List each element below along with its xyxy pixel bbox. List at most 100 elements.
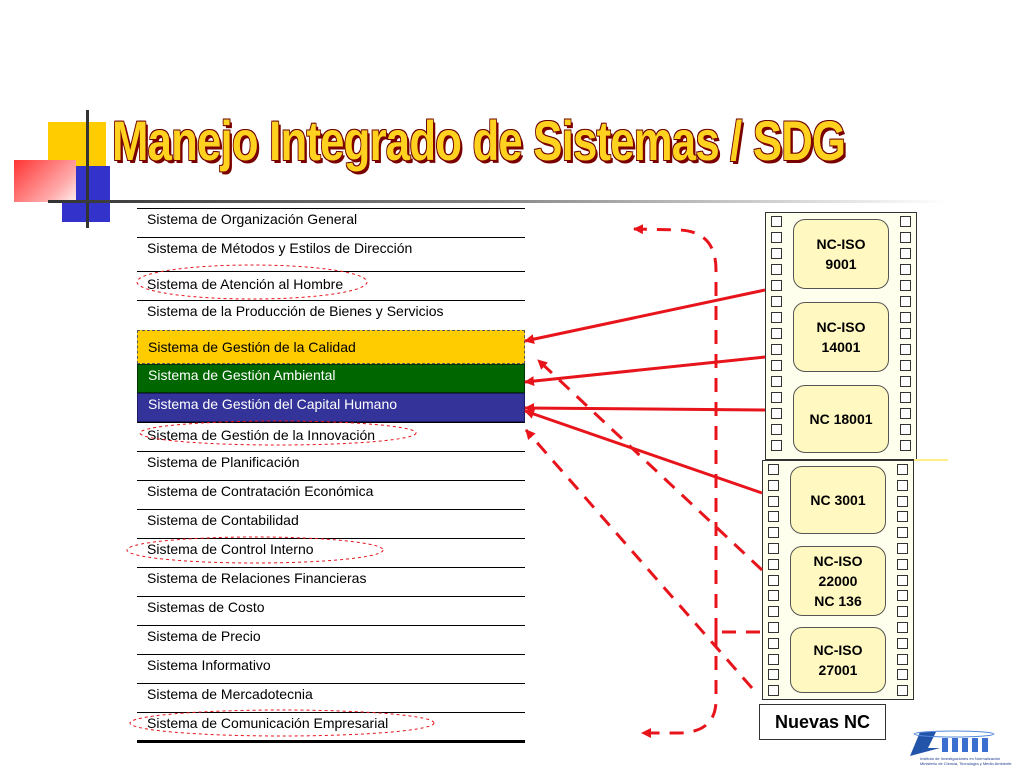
frame-line: 9001 (825, 256, 857, 272)
film-divider (914, 459, 948, 461)
list-item: Sistema de Control Interno (137, 538, 525, 567)
film-sprocket-hole (768, 574, 779, 586)
list-item: Sistema de Gestión de la Innovación (137, 422, 525, 451)
film-sprocket-hole (897, 685, 908, 697)
film-sprocket-hole (771, 440, 782, 451)
film-sprocket-hole (768, 543, 779, 554)
film-sprocket-hole (900, 424, 911, 435)
film-sprocket-hole (768, 558, 779, 570)
arrow-3001-to-capital (524, 409, 763, 495)
deco-red-square (14, 160, 76, 202)
film-sprocket-hole (768, 527, 779, 539)
film-sprocket-hole (771, 328, 782, 339)
film-sprocket-hole (897, 479, 908, 491)
film-sprocket-hole (897, 558, 908, 570)
frame-nc-iso-27001: NC-ISO 27001 (790, 627, 886, 693)
film-sprocket-hole (900, 328, 911, 339)
film-sprocket-hole (900, 232, 911, 243)
frame-nc-18001: NC 18001 (793, 385, 889, 453)
film-sprocket-hole (771, 280, 782, 291)
film-sprocket-hole (900, 344, 911, 355)
list-item-ambiental: Sistema de Gestión Ambiental (137, 364, 525, 393)
frame-line: 22000 (818, 573, 858, 589)
frame-line: NC 136 (814, 593, 862, 609)
film-sprocket-hole (900, 296, 911, 307)
film-sprocket-hole (771, 248, 782, 259)
film-sprocket-hole (900, 264, 911, 275)
list-item: Sistema Informativo (137, 654, 525, 683)
frame-nc-iso-9001: NC-ISO 9001 (793, 219, 889, 289)
list-item: Sistema de Precio (137, 625, 525, 654)
film-sprocket-hole (768, 590, 779, 602)
dashed-arrow-22000 (536, 358, 764, 572)
list-item: Sistema de Métodos y Estilos de Direcció… (137, 237, 525, 271)
frame-line: NC-ISO (816, 319, 866, 335)
film-sprocket-hole (771, 376, 782, 387)
film-sprocket-hole (897, 574, 908, 586)
frame-line: 27001 (818, 662, 858, 678)
film-sprocket-hole (771, 360, 782, 371)
list-item: Sistema de Mercadotecnia (137, 683, 525, 712)
film-sprocket-hole (771, 392, 782, 403)
film-sprocket-hole (897, 590, 908, 602)
film-sprocket-hole (900, 408, 911, 419)
film-sprocket-hole (900, 440, 911, 451)
dashed-arrow-27001 (524, 429, 754, 689)
frame-nc-iso-22000: NC-ISO 22000 NC 136 (790, 546, 886, 616)
dashed-bracket-top (633, 224, 718, 632)
film-sprocket-hole (897, 622, 908, 633)
film-sprocket-hole (897, 511, 908, 523)
film-sprocket-hole (897, 637, 908, 649)
film-sprocket-hole (900, 216, 911, 227)
arrow-18001-to-capital (524, 403, 766, 414)
film-sprocket-hole (771, 344, 782, 355)
list-item: Sistemas de Costo (137, 596, 525, 625)
film-sprocket-hole (900, 376, 911, 387)
institute-logo-icon (910, 730, 995, 756)
deco-vertical-line (86, 110, 89, 228)
list-bottom-border (137, 740, 525, 743)
deco-horizontal-line (48, 200, 948, 203)
list-item-capital-humano: Sistema de Gestión del Capital Humano (137, 393, 525, 422)
frame-nc-3001: NC 3001 (790, 466, 886, 534)
list-item: Sistema de la Producción de Bienes y Ser… (137, 300, 525, 330)
film-sprocket-hole (771, 424, 782, 435)
film-sprocket-hole (768, 669, 779, 681)
new-standards-box: Nuevas NC (759, 704, 886, 740)
list-item: Sistema de Contratación Económica (137, 480, 525, 509)
film-sprocket-hole (771, 408, 782, 419)
frame-line: 14001 (821, 339, 861, 355)
film-sprocket-hole (768, 511, 779, 523)
film-sprocket-hole (768, 464, 779, 475)
film-sprocket-hole (771, 296, 782, 307)
arrow-9001-to-calidad (524, 288, 766, 345)
film-sprocket-hole (900, 280, 911, 291)
frame-line: NC-ISO (813, 642, 863, 658)
list-item: Sistema de Planificación (137, 451, 525, 480)
frame-line: NC 3001 (810, 492, 866, 508)
film-sprocket-hole (897, 606, 908, 618)
film-sprocket-hole (771, 232, 782, 243)
list-item-calidad: Sistema de Gestión de la Calidad (137, 330, 525, 364)
film-sprocket-hole (768, 685, 779, 697)
film-sprocket-hole (900, 360, 911, 371)
film-sprocket-hole (897, 527, 908, 539)
logo-line-2: Ministerio de Ciencia, Tecnología y Medi… (920, 761, 1012, 766)
film-sprocket-hole (768, 637, 779, 649)
page-title: Manejo Integrado de Sistemas / SDG (112, 109, 846, 172)
film-sprocket-hole (771, 312, 782, 323)
frame-nc-iso-14001: NC-ISO 14001 (793, 302, 889, 372)
frame-line: NC 18001 (809, 411, 873, 427)
frame-line: NC-ISO (816, 236, 866, 252)
film-sprocket-hole (897, 653, 908, 665)
film-sprocket-hole (897, 669, 908, 681)
film-sprocket-hole (900, 248, 911, 259)
dashed-bracket-bottom (641, 632, 718, 738)
film-sprocket-hole (768, 479, 779, 491)
list-item: Sistema de Organización General (137, 208, 525, 237)
list-item: Sistema de Comunicación Empresarial (137, 712, 525, 740)
film-sprocket-hole (900, 312, 911, 323)
list-item: Sistema de Atención al Hombre (137, 271, 525, 300)
frame-line: NC-ISO (813, 553, 863, 569)
film-sprocket-hole (768, 622, 779, 633)
